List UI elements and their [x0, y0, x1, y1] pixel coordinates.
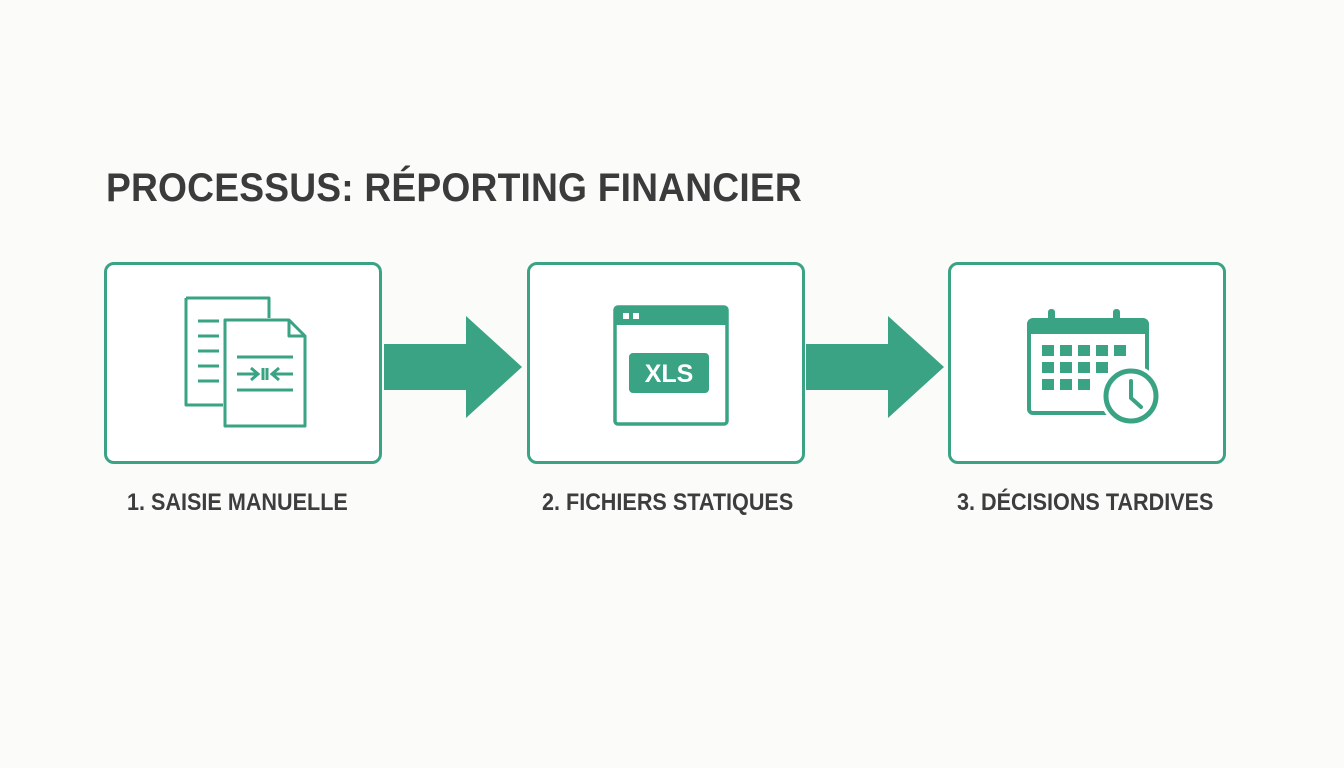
flow-arrow-1 — [384, 316, 522, 418]
step-label-2: 2. FICHIERS STATIQUES — [542, 489, 794, 516]
documents-compare-icon — [184, 296, 307, 428]
step-box-3 — [948, 262, 1226, 464]
step-box-2: XLS — [527, 262, 805, 464]
flow-arrow-2 — [806, 316, 944, 418]
calendar-clock-icon — [1027, 309, 1162, 427]
step-label-3: 3. DÉCISIONS TARDIVES — [957, 489, 1214, 516]
step-box-1 — [104, 262, 382, 464]
page-title: PROCESSUS: RÉPORTING FINANCIER — [106, 166, 802, 210]
xls-window-icon: XLS — [613, 305, 729, 426]
xls-badge-text: XLS — [645, 360, 694, 388]
step-label-1: 1. SAISIE MANUELLE — [127, 489, 348, 516]
